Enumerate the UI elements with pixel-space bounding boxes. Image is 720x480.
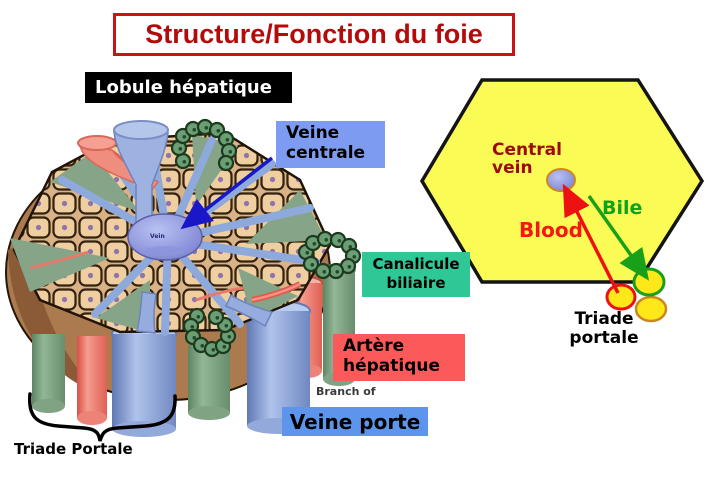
portal-vein-tubes — [136, 291, 274, 334]
label-branch-of: Branch of — [316, 385, 376, 398]
label-central-vein: Central vein — [492, 140, 562, 178]
central-vein-funnel — [113, 120, 169, 226]
label-central-vein-tiny: Vein — [150, 233, 165, 240]
portal-vessel-cylinders — [32, 263, 356, 437]
label-artere-hepatique: Artère hépatique — [333, 334, 465, 381]
slide-title: Structure/Fonction du foie — [113, 13, 515, 56]
portal-circle-green — [632, 267, 666, 297]
bile-flow-arrow — [587, 194, 650, 281]
portal-circle-red — [605, 283, 637, 311]
triad-brace — [27, 392, 177, 442]
label-bile: Bile — [602, 197, 643, 219]
lobule-heading: Lobule hépatique — [85, 72, 292, 103]
label-triade-portale-right: Triade portale — [569, 309, 639, 348]
label-canalicule-biliaire: Canalicule biliaire — [362, 252, 470, 297]
label-veine-centrale: Veine centrale — [276, 121, 385, 168]
veine-centrale-arrow — [180, 156, 274, 230]
hexagon-diagram — [419, 78, 705, 323]
lobule-illustration — [5, 118, 362, 442]
label-triade-portale-left: Triade Portale — [14, 440, 133, 458]
label-blood: Blood — [519, 218, 583, 242]
blood-flow-arrow — [562, 183, 620, 294]
label-veine-porte: Veine porte — [282, 407, 428, 436]
portal-circle-orange — [634, 295, 668, 323]
